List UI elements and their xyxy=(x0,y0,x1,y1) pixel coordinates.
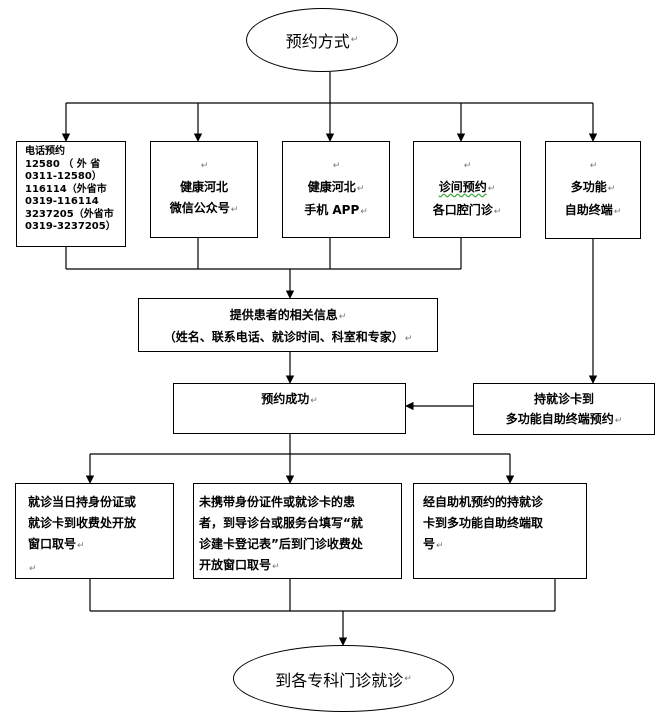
bottom-ellipse: 到各专科门诊就诊↵ xyxy=(233,645,454,712)
phone-line-4: 116114（外省市 xyxy=(25,183,107,195)
phone-line-3: 0311-12580） xyxy=(25,171,102,182)
phone-line-1: 电话预约 xyxy=(25,146,65,157)
phone-line-6: 3237205（外省市 xyxy=(25,208,114,220)
provide-info-box: 提供患者的相关信息↵ （姓名、联系电话、就诊时间、科室和专家）↵ xyxy=(138,298,438,352)
app-line-1: 健康河北 xyxy=(307,180,356,194)
outcome-right-line-3: 号 xyxy=(423,537,436,551)
phone-line-7: 0319-3237205） xyxy=(25,221,116,232)
channel-kiosk-box: ↵ 多功能↵ 自助终端↵ xyxy=(545,141,641,239)
booking-success-box: 预约成功↵ xyxy=(173,383,406,434)
outcome-middle-line-1: 未携带身份证件或就诊卡的患 xyxy=(199,495,356,509)
outcome-left-line-2: 就诊卡到收费处开放 xyxy=(28,516,137,530)
bottom-label: 到各专科门诊就诊 xyxy=(275,670,404,690)
outcome-left-box: 就诊当日持身份证或 就诊卡到收费处开放 窗口取号↵ ↵ xyxy=(15,483,174,579)
wechat-line-2: 微信公众号 xyxy=(169,201,230,215)
outcome-right-line-2: 卡到多功能自助终端取 xyxy=(423,516,544,530)
clinic-line-1: 诊间预约 xyxy=(438,180,487,194)
top-ellipse: 预约方式↵ xyxy=(246,8,398,72)
kiosk-line-2: 自助终端 xyxy=(564,203,613,217)
card-kiosk-box: 持就诊卡到 多功能自助终端预约↵ xyxy=(473,383,655,435)
phone-line-2: 12580 （ 外 省 xyxy=(25,158,101,170)
success-label: 预约成功 xyxy=(261,392,310,406)
app-line-2: 手机 APP xyxy=(304,203,360,217)
outcome-right-line-1: 经自助机预约的持就诊 xyxy=(423,495,544,509)
outcome-left-line-1: 就诊当日持身份证或 xyxy=(28,495,137,509)
outcome-middle-line-3: 诊建卡登记表”后到门诊收费处 xyxy=(199,537,363,551)
outcome-middle-line-4: 开放窗口取号 xyxy=(199,558,272,572)
channel-clinic-box: ↵ 诊间预约↵ 各口腔门诊↵ xyxy=(413,141,521,238)
card-kiosk-line-1: 持就诊卡到 xyxy=(533,392,594,406)
wechat-line-1: 健康河北 xyxy=(179,180,228,194)
outcome-middle-box: 未携带身份证件或就诊卡的患 者，到导诊台或服务台填写“就 诊建卡登记表”后到门诊… xyxy=(193,483,402,579)
outcome-middle-line-2: 者，到导诊台或服务台填写“就 xyxy=(199,516,363,530)
card-kiosk-line-2: 多功能自助终端预约 xyxy=(505,412,614,426)
phone-line-5: 0319-116114 xyxy=(25,196,99,207)
kiosk-line-1: 多功能 xyxy=(570,180,607,194)
channel-wechat-box: ↵ 健康河北 微信公众号↵ xyxy=(150,141,258,238)
outcome-left-line-3: 窗口取号 xyxy=(28,537,77,551)
channel-app-box: ↵ 健康河北↵ 手机 APP↵ xyxy=(282,141,390,238)
clinic-line-2: 各口腔门诊 xyxy=(432,203,493,217)
provide-line-2: （姓名、联系电话、就诊时间、科室和专家） xyxy=(163,330,404,344)
top-label: 预约方式 xyxy=(285,32,350,51)
channel-phone-box: 电话预约 12580 （ 外 省 0311-12580） 116114（外省市 … xyxy=(16,141,126,247)
provide-line-1: 提供患者的相关信息 xyxy=(229,308,338,322)
outcome-right-box: 经自助机预约的持就诊 卡到多功能自助终端取 号↵ xyxy=(413,483,587,579)
